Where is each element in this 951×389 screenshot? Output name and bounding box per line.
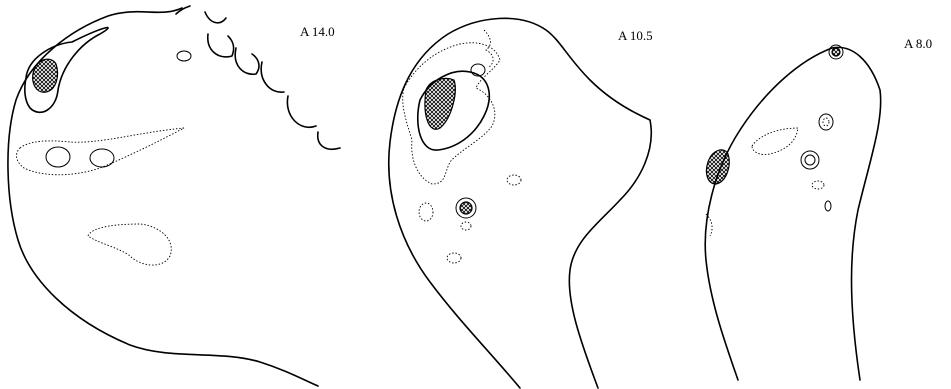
section-a8-oval-tiny: [825, 201, 831, 211]
section-a14-hatched-region: [33, 59, 58, 92]
section-a10-hatched-region: [425, 78, 455, 129]
section-a10-oval-left: [419, 203, 433, 221]
section-a10-dotted-wisps: [484, 30, 493, 68]
section-a8-oval-small: [812, 181, 824, 189]
section-a8-dotted-region: [752, 128, 798, 155]
section-a14: A 14.0: [8, 6, 340, 386]
section-a8-concentric-nucleus: [801, 151, 819, 169]
section-a8-label: A 8.0: [904, 36, 932, 51]
section-a10-label: A 10.5: [618, 28, 653, 43]
section-a10-concentric-nucleus: [456, 198, 476, 218]
section-a14-lower-region: [88, 224, 171, 265]
section-a10-oval-lower: [507, 175, 521, 185]
section-a14-small-oval: [177, 51, 191, 61]
section-a10: A 10.5: [389, 18, 653, 388]
section-a8: A 8.0: [705, 36, 932, 380]
section-a14-oval-1: [46, 147, 70, 167]
section-a10-oval-bottom: [447, 253, 461, 263]
section-a14-oval-2: [90, 149, 114, 167]
section-a14-label: A 14.0: [300, 24, 335, 39]
section-a8-outline: [705, 47, 880, 380]
section-a8-oval-right: [819, 114, 833, 130]
section-a10-oval-tiny: [461, 222, 471, 230]
section-a8-hatched-region: [706, 150, 729, 184]
section-a14-dotted-tract: [17, 128, 184, 175]
